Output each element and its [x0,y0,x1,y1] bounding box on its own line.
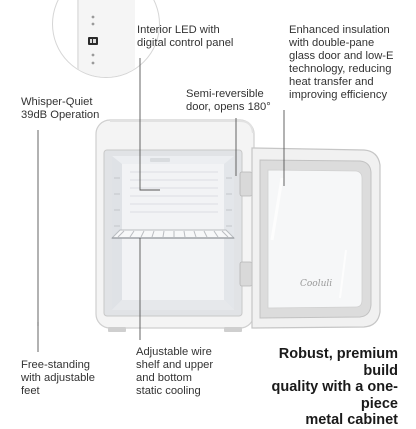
mini-fridge-illustration [95,119,381,332]
feature-led: Interior LED with digital control panel [137,24,234,49]
callout-line-led [139,58,160,191]
door-logo: Cooluli [300,279,333,289]
feature-door: Semi-reversible door, opens 180° [186,88,271,113]
control-panel-closeup [77,0,135,77]
feature-quiet: Whisper-Quiet 39dB Operation [21,96,100,121]
door-glass [267,169,363,309]
wire-shelf [110,229,236,239]
build-quality-headline: Robust, premium build quality with a one… [271,346,398,428]
callout-lines [37,58,285,352]
control-panel-inset [52,0,160,78]
fridge-foot-right [224,327,242,332]
feature-insulation: Enhanced insulation with double-pane gla… [289,24,394,101]
fridge-foot-left [108,327,126,332]
product-infographic: Cooluli Interior LED with digital contro… [21,0,398,428]
feature-shelf: Adjustable wire shelf and upper and bott… [136,346,214,397]
feature-feet: Free-standing with adjustable feet [21,359,96,397]
